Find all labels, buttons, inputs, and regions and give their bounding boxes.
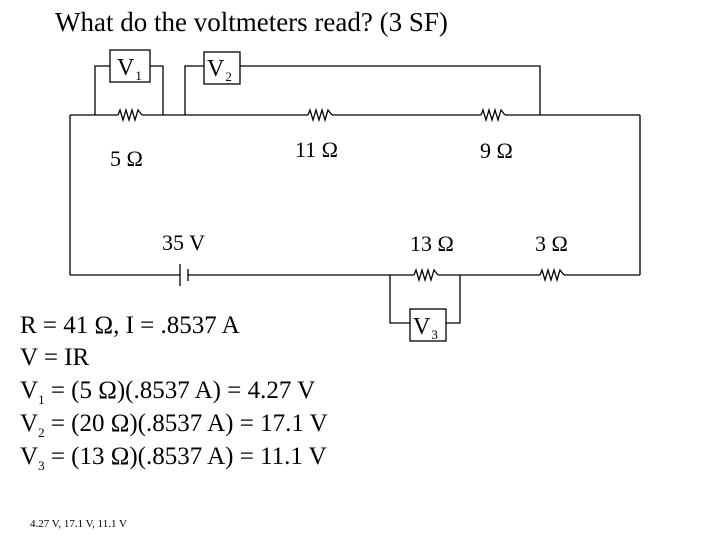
- voltmeter-2-box: [203, 51, 241, 85]
- voltmeter-2-leads: [184, 65, 541, 115]
- resistor-13-symbol: [413, 267, 439, 283]
- voltmeter-1-box: [109, 49, 151, 83]
- resistor-5-symbol: [117, 107, 143, 123]
- solution-resistance-current: R = 41 Ω, I = .8537 A: [20, 312, 240, 339]
- solution-v3: V3 = (13 Ω)(.8537 A) = 11.1 V: [20, 443, 327, 473]
- voltmeter-1-label: V1: [117, 55, 142, 83]
- resistor-9-label: 9 Ω: [480, 138, 513, 163]
- question-title: What do the voltmeters read? (3 SF): [55, 7, 448, 37]
- resistor-13-label: 13 Ω: [410, 231, 454, 256]
- resistor-11-symbol: [307, 107, 333, 123]
- answer-summary: 4.27 V, 17.1 V, 11.1 V: [30, 518, 127, 530]
- solution-v1: V1 = (5 Ω)(.8537 A) = 4.27 V: [20, 377, 316, 407]
- resistor-3-label: 3 Ω: [535, 231, 568, 256]
- resistor-5-label: 5 Ω: [110, 146, 143, 171]
- battery-label: 35 V: [162, 230, 205, 255]
- voltmeter-2-label: V2: [207, 56, 232, 84]
- solution-v2: V2 = (20 Ω)(.8537 A) = 17.1 V: [20, 410, 328, 440]
- voltmeter-3-box: [409, 308, 447, 342]
- voltmeter-1-leads: [94, 65, 164, 115]
- voltmeter-3-label: V3: [413, 314, 438, 342]
- resistor-3-symbol: [539, 267, 565, 283]
- resistor-9-symbol: [480, 107, 506, 123]
- solution-ohms-law: V = IR: [20, 344, 90, 371]
- resistor-11-label: 11 Ω: [295, 137, 338, 162]
- voltmeter-3-leads: [389, 275, 461, 324]
